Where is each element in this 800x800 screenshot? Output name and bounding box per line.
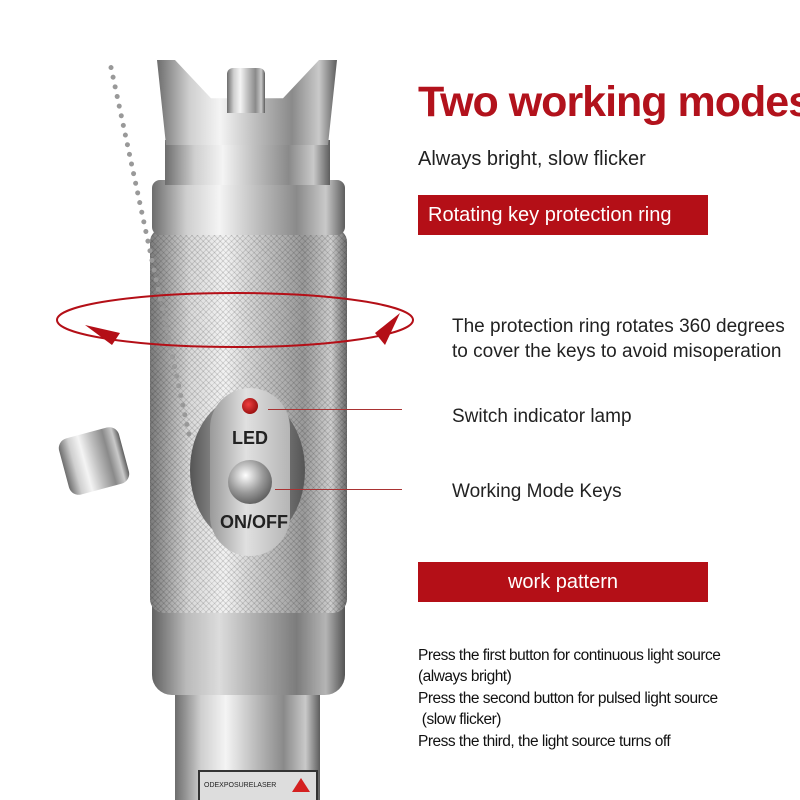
pen-ring <box>152 180 345 235</box>
page-title: Two working modes <box>418 78 800 126</box>
pen-lower-collar <box>152 605 345 695</box>
subtitle: Always bright, slow flicker <box>418 148 646 170</box>
led-label: LED <box>232 428 268 448</box>
pen-neck <box>165 140 330 185</box>
instruction-line: Press the third, the light source turns … <box>418 733 671 750</box>
indicator-callout: Switch indicator lamp <box>452 406 632 427</box>
sticker-text: ODEXPOSURELASER <box>204 782 277 789</box>
ring-description-line2: to cover the keys to avoid misoperation <box>452 341 782 362</box>
on-off-button[interactable] <box>228 460 272 504</box>
banner-label: work pattern <box>507 570 619 593</box>
banner-work-pattern: work pattern <box>418 562 708 602</box>
warning-sticker: ODEXPOSURELASER <box>198 770 318 800</box>
knurl-overlap <box>150 295 347 345</box>
rotation-arrow-icon <box>56 292 414 348</box>
keys-leader-line <box>275 489 402 490</box>
instruction-line: (always bright) <box>418 668 512 685</box>
indicator-leader-line <box>268 409 402 410</box>
instruction-line: Press the second button for pulsed light… <box>418 690 718 707</box>
dust-cap <box>56 424 132 498</box>
instruction-line: (slow flicker) <box>418 711 502 728</box>
fiber-pin <box>227 68 265 113</box>
led-indicator-icon <box>242 398 258 414</box>
banner-label: Rotating key protection ring <box>428 203 672 226</box>
ring-description-line1: The protection ring rotates 360 degrees <box>452 316 785 337</box>
keys-callout: Working Mode Keys <box>452 481 622 502</box>
banner-protection-ring: Rotating key protection ring <box>418 195 708 235</box>
warning-triangle-icon <box>292 778 310 792</box>
on-off-label: ON/OFF <box>220 512 288 532</box>
instruction-line: Press the first button for continuous li… <box>418 647 721 664</box>
